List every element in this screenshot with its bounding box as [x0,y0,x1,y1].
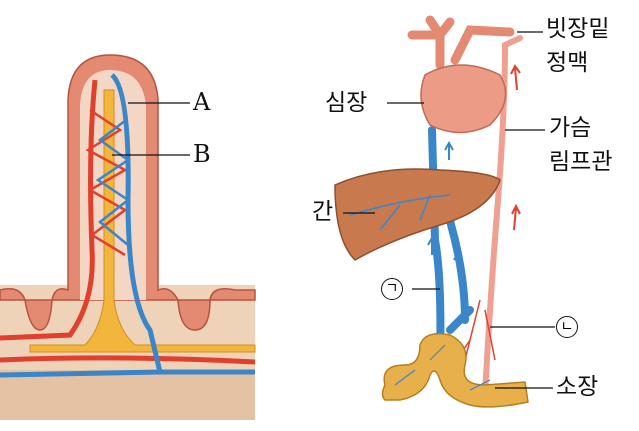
label-liver: 간 [312,199,334,225]
label-vessel-b: ㄴ [556,316,578,338]
label-small-intestine: 소장 [556,374,599,400]
label-a: A [193,88,211,116]
liver-shape [334,168,501,261]
heart-shape [420,64,507,134]
label-subclavian-vein-2: 정맥 [546,50,589,76]
villus-illustration [0,54,256,420]
small-intestine-shape [381,333,529,408]
label-heart: 심장 [325,90,368,116]
circulation-illustration [334,15,555,408]
label-thoracic-duct-1: 가슴 [549,115,592,141]
label-subclavian-vein-1: 빗장밑 [546,16,610,42]
label-b: B [193,140,211,168]
label-vessel-a: ㄱ [381,278,403,300]
label-thoracic-duct-2: 림프관 [549,149,613,175]
